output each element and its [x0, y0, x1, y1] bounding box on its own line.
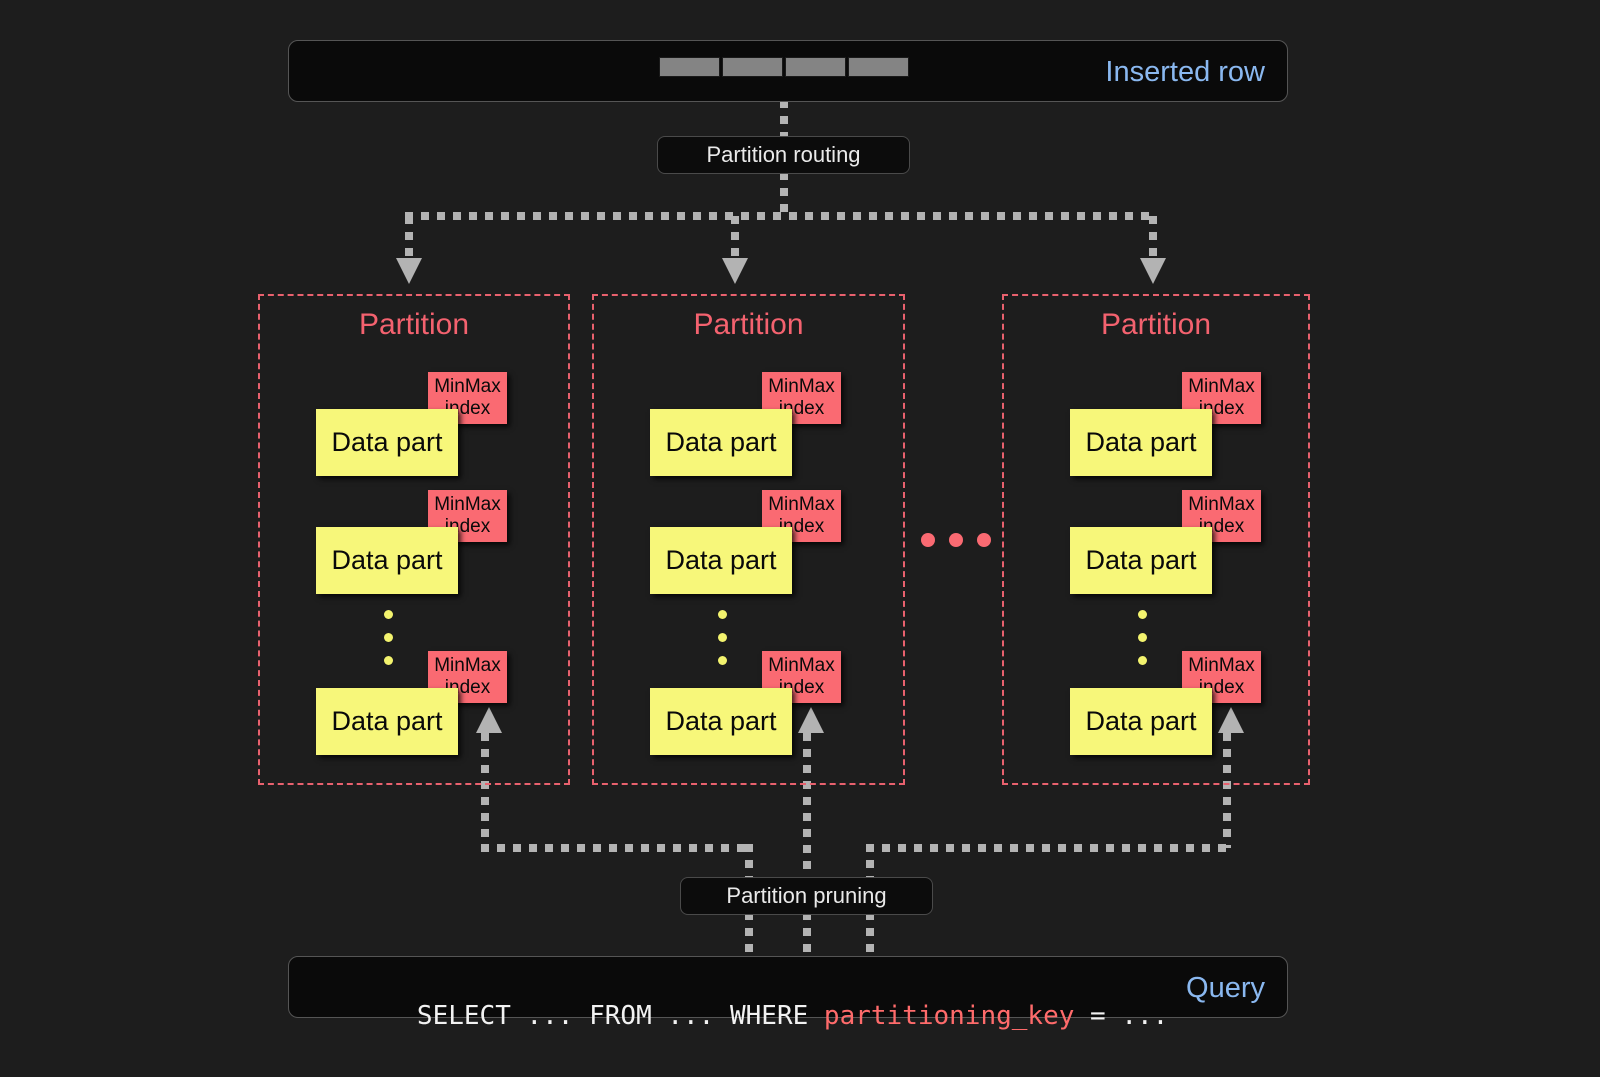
data-part-box: Data part	[650, 409, 792, 476]
connector-pruning-to-query-left	[745, 912, 753, 956]
minmax-index-box: MinMax index	[1182, 651, 1261, 703]
minmax-index-box: MinMax index	[428, 651, 507, 703]
data-part-box: Data part	[1070, 688, 1212, 755]
row-cell	[848, 57, 909, 77]
connector-bus-to-partition-3	[1149, 216, 1157, 261]
data-part-box: Data part	[650, 527, 792, 594]
arrow-into-partition-1	[396, 258, 422, 284]
partition-box-1: Partition MinMax index Data part MinMax …	[258, 294, 570, 785]
query-sql-text: SELECT ... FROM ... WHERE partitioning_k…	[323, 971, 1168, 1061]
inserted-row-cells	[659, 57, 909, 77]
connector-routing-to-bus	[780, 172, 788, 216]
data-part-ellipsis	[1138, 610, 1147, 679]
partition-ellipsis	[921, 533, 991, 547]
connector-pruning-to-query-right	[866, 912, 874, 956]
inserted-row-label: Inserted row	[1105, 56, 1265, 88]
partition-title: Partition	[1100, 308, 1212, 341]
partition-title: Partition	[693, 308, 804, 341]
connector-bus-left-drop	[745, 844, 753, 884]
connector-pruning-to-partition-1	[481, 733, 489, 848]
data-part-box: Data part	[316, 688, 458, 755]
partition-title: Partition	[358, 308, 470, 341]
minmax-index-box: MinMax index	[1182, 372, 1261, 424]
query-partitioning-key: partitioning_key	[823, 1001, 1075, 1031]
partition-box-2: Partition MinMax index Data part MinMax …	[592, 294, 905, 785]
connector-pruning-to-partition-3	[1223, 733, 1231, 848]
query-bar: SELECT ... FROM ... WHERE partitioning_k…	[288, 956, 1288, 1031]
connector-row-to-routing	[780, 84, 788, 138]
data-part-box: Data part	[316, 409, 458, 476]
connector-fanout-bus	[405, 212, 1157, 220]
partition-box-3: Partition MinMax index Data part MinMax …	[1002, 294, 1310, 785]
row-cell	[785, 57, 846, 77]
data-part-ellipsis	[718, 610, 727, 679]
arrow-into-partition-2	[722, 258, 748, 284]
minmax-index-box: MinMax index	[762, 651, 841, 703]
data-part-box: Data part	[1070, 527, 1212, 594]
data-part-box: Data part	[650, 688, 792, 755]
arrow-into-partition-1-part	[476, 707, 502, 733]
minmax-index-label: MinMax index	[1188, 375, 1255, 419]
partition-pruning-label: Partition pruning	[680, 877, 933, 915]
query-label: Query	[1186, 972, 1265, 1004]
data-part-box: Data part	[316, 527, 458, 594]
connector-pruning-bus-left	[481, 844, 749, 852]
connector-pruning-to-query-mid	[803, 912, 811, 956]
connector-pruning-bus-right	[866, 844, 1231, 852]
data-part-box: Data part	[1070, 409, 1212, 476]
arrow-into-partition-3-part	[1218, 707, 1244, 733]
arrow-into-partition-2-part	[798, 707, 824, 733]
arrow-into-partition-3	[1140, 258, 1166, 284]
partition-routing-label: Partition routing	[657, 136, 910, 174]
minmax-index-label: MinMax index	[434, 493, 501, 537]
connector-bus-to-partition-2	[731, 216, 739, 261]
minmax-index-label: MinMax index	[1188, 493, 1255, 537]
inserted-row-bar: Inserted row	[288, 40, 1288, 102]
row-cell	[722, 57, 783, 77]
query-text-before: SELECT ... FROM ... WHERE	[416, 1001, 824, 1031]
connector-pruning-to-partition-2	[803, 733, 811, 881]
row-cell	[659, 57, 720, 77]
data-part-ellipsis	[384, 610, 393, 679]
query-text-after: = ...	[1074, 1001, 1169, 1031]
connector-bus-right-drop	[866, 844, 874, 884]
connector-bus-to-partition-1	[405, 216, 413, 261]
